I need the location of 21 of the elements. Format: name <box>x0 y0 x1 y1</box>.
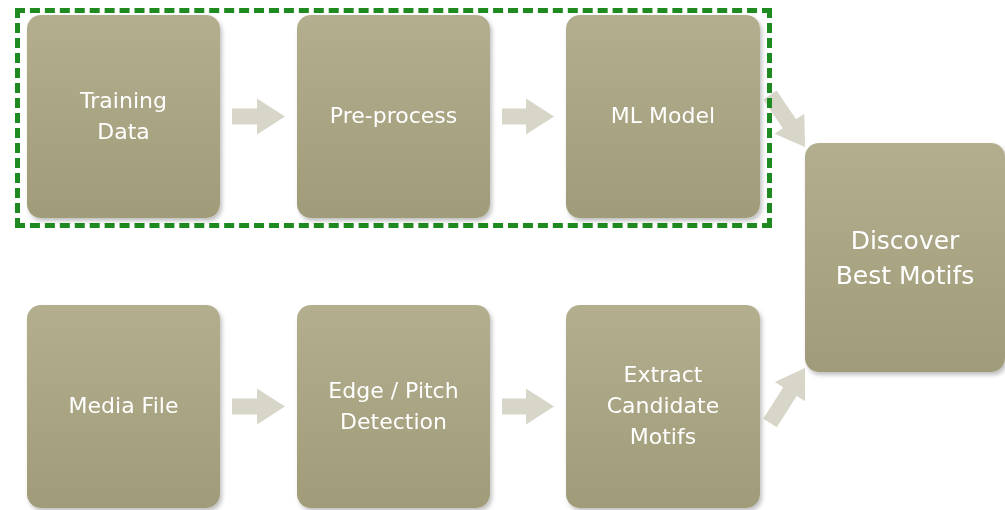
block-arrow <box>763 90 805 147</box>
process-box <box>297 305 490 508</box>
block-arrow <box>232 98 285 135</box>
process-box <box>27 15 220 218</box>
box-label: Extract Candidate Motifs <box>605 361 721 451</box>
process-box <box>805 143 1005 372</box>
process-box <box>297 15 490 218</box>
process-box <box>566 305 760 508</box>
process-box <box>566 15 760 218</box>
block-arrow <box>502 388 554 425</box>
block-arrow <box>763 368 806 428</box>
dashed-group-box <box>15 8 772 228</box>
box-label: Media File <box>67 392 180 421</box>
block-arrow <box>232 388 285 425</box>
process-box <box>27 305 220 508</box>
box-label: Training Data <box>79 86 168 146</box>
box-label: Discover Best Motifs <box>834 224 976 292</box>
block-arrow <box>502 98 554 135</box>
box-label: ML Model <box>609 102 717 131</box>
box-label: Edge / Pitch Detection <box>327 376 460 436</box>
box-label: Pre-process <box>328 102 459 131</box>
